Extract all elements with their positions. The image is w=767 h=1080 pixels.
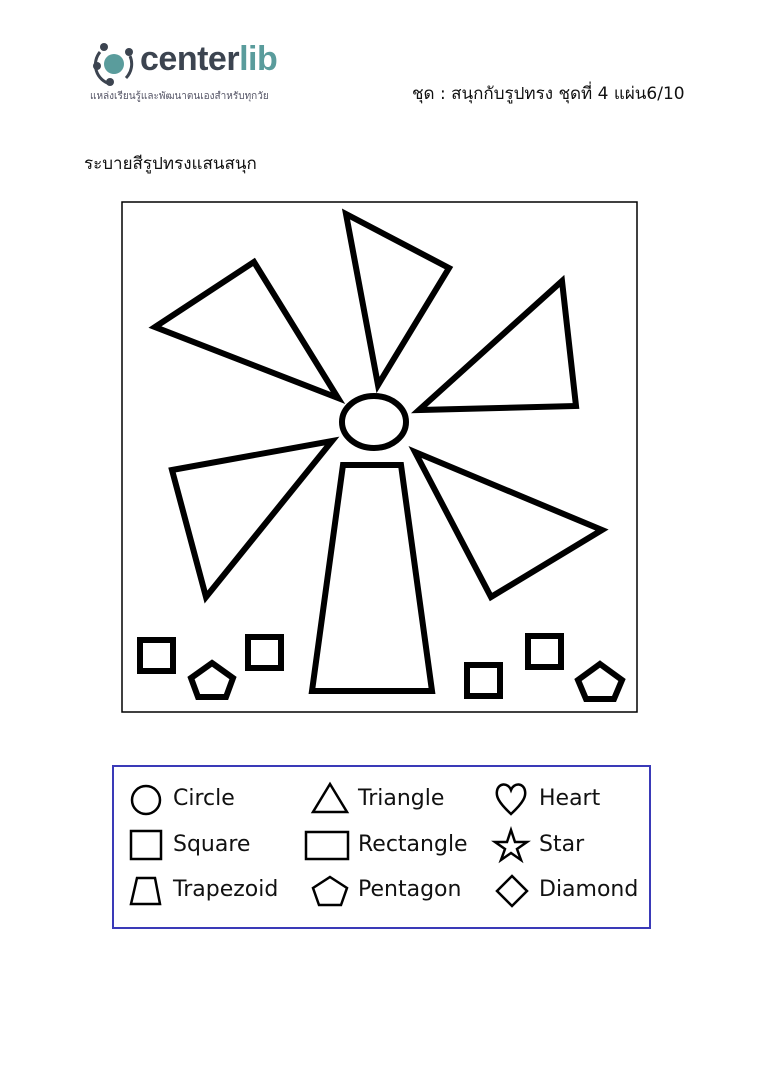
logo-text-dark: center (140, 40, 240, 78)
logo-icon (93, 43, 134, 86)
ground-pentagon (574, 660, 626, 702)
legend-label-rectangle: Rectangle (358, 832, 468, 857)
legend-diamond-icon (495, 874, 529, 908)
legend-trapezoid-icon (129, 876, 162, 906)
legend-label-trapezoid: Trapezoid (173, 877, 279, 902)
logo-text: centerlib (140, 40, 278, 79)
ground-square (137, 637, 176, 674)
ground-square (525, 633, 564, 670)
legend-label-circle: Circle (173, 786, 235, 811)
logo-tagline: แหล่งเรียนรู้และพัฒนาตนเองสำหรับทุกวัย (90, 91, 269, 102)
legend-label-heart: Heart (539, 786, 601, 811)
legend-label-square: Square (173, 832, 251, 857)
windmill-blade-triangle (410, 274, 580, 414)
drawing-frame (121, 201, 638, 713)
legend-label-pentagon: Pentagon (358, 877, 462, 902)
legend-label-diamond: Diamond (539, 877, 639, 902)
legend-star-icon (491, 826, 531, 864)
windmill-blade-triangle (341, 208, 454, 394)
legend-triangle-icon (310, 781, 350, 814)
legend-heart-icon (495, 783, 527, 816)
instruction-text: ระบายสีรูปทรงแสนสนุก (84, 154, 257, 174)
windmill-hub-circle (339, 393, 409, 451)
legend-square-icon (129, 829, 163, 861)
logo-text-light: lib (239, 40, 278, 78)
legend-rectangle-icon (304, 830, 350, 861)
worksheet-series-label: ชุด : สนุกกับรูปทรง ชุดที่ 4 แผ่น6/10 (412, 84, 685, 104)
windmill-tower-trapezoid (308, 462, 436, 694)
ground-pentagon (187, 659, 237, 700)
ground-square (245, 634, 284, 671)
windmill-blade-triangle (148, 257, 346, 405)
shape-legend (112, 765, 651, 929)
legend-pentagon-icon (311, 875, 349, 907)
legend-label-triangle: Triangle (358, 786, 445, 811)
legend-circle-icon (130, 784, 162, 816)
ground-square (464, 662, 503, 699)
legend-label-star: Star (539, 832, 585, 857)
windmill-blade-triangle (408, 446, 609, 602)
windmill-blade-triangle (168, 436, 340, 604)
